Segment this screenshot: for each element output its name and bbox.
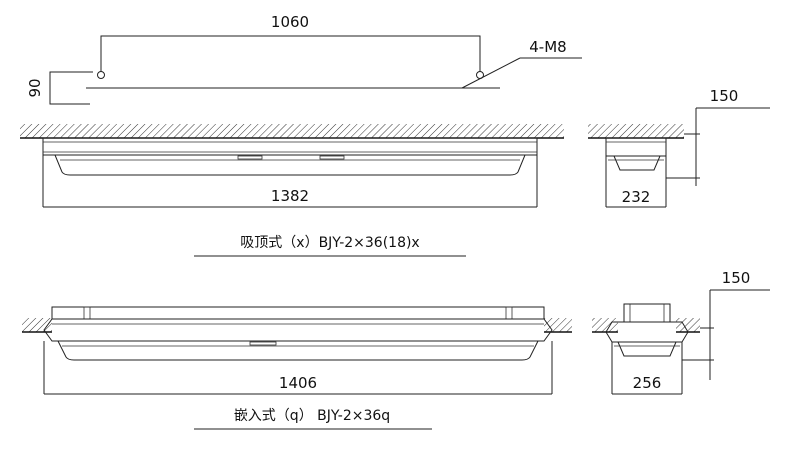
side-width-label: 232	[622, 188, 651, 206]
side-ceiling-hatch	[588, 124, 684, 138]
recessed-caption: 嵌入式（q） BJY-2×36q	[234, 408, 390, 424]
mount-spacing-label: 1060	[271, 13, 309, 31]
surface-mount-side-view: 232 150	[588, 87, 770, 208]
recessed-side-hatch-right	[676, 318, 700, 332]
recessed-side-offset-label: 150	[722, 269, 751, 287]
side-offset-label: 150	[710, 87, 739, 105]
length-dimension: 1382	[42, 155, 538, 208]
mount-spacing-dimension: 1060	[100, 13, 481, 72]
recessed-side-view: 256 150	[592, 269, 770, 395]
surface-mount-caption: 吸顶式（x）BJY-2×36(18)x	[240, 235, 419, 251]
bolt-leader: 4-M8	[461, 38, 582, 89]
recessed-side-hatch-left	[592, 318, 618, 332]
recessed-side-width-label: 256	[633, 374, 662, 392]
surface-mount-front-view: 1060 4-M8 90	[20, 13, 582, 257]
bolt-spec-label: 4-M8	[529, 38, 566, 56]
ceiling-hatch	[20, 124, 564, 138]
mount-hole-left	[97, 71, 105, 79]
fixture-body	[42, 137, 538, 176]
recessed-front-view: 1406 嵌入式（q） BJY-2×36q	[22, 306, 572, 430]
recessed-length-label: 1406	[279, 374, 317, 392]
length-label: 1382	[271, 187, 309, 205]
height-dimension: 90	[26, 71, 93, 105]
height-label: 90	[26, 78, 44, 97]
